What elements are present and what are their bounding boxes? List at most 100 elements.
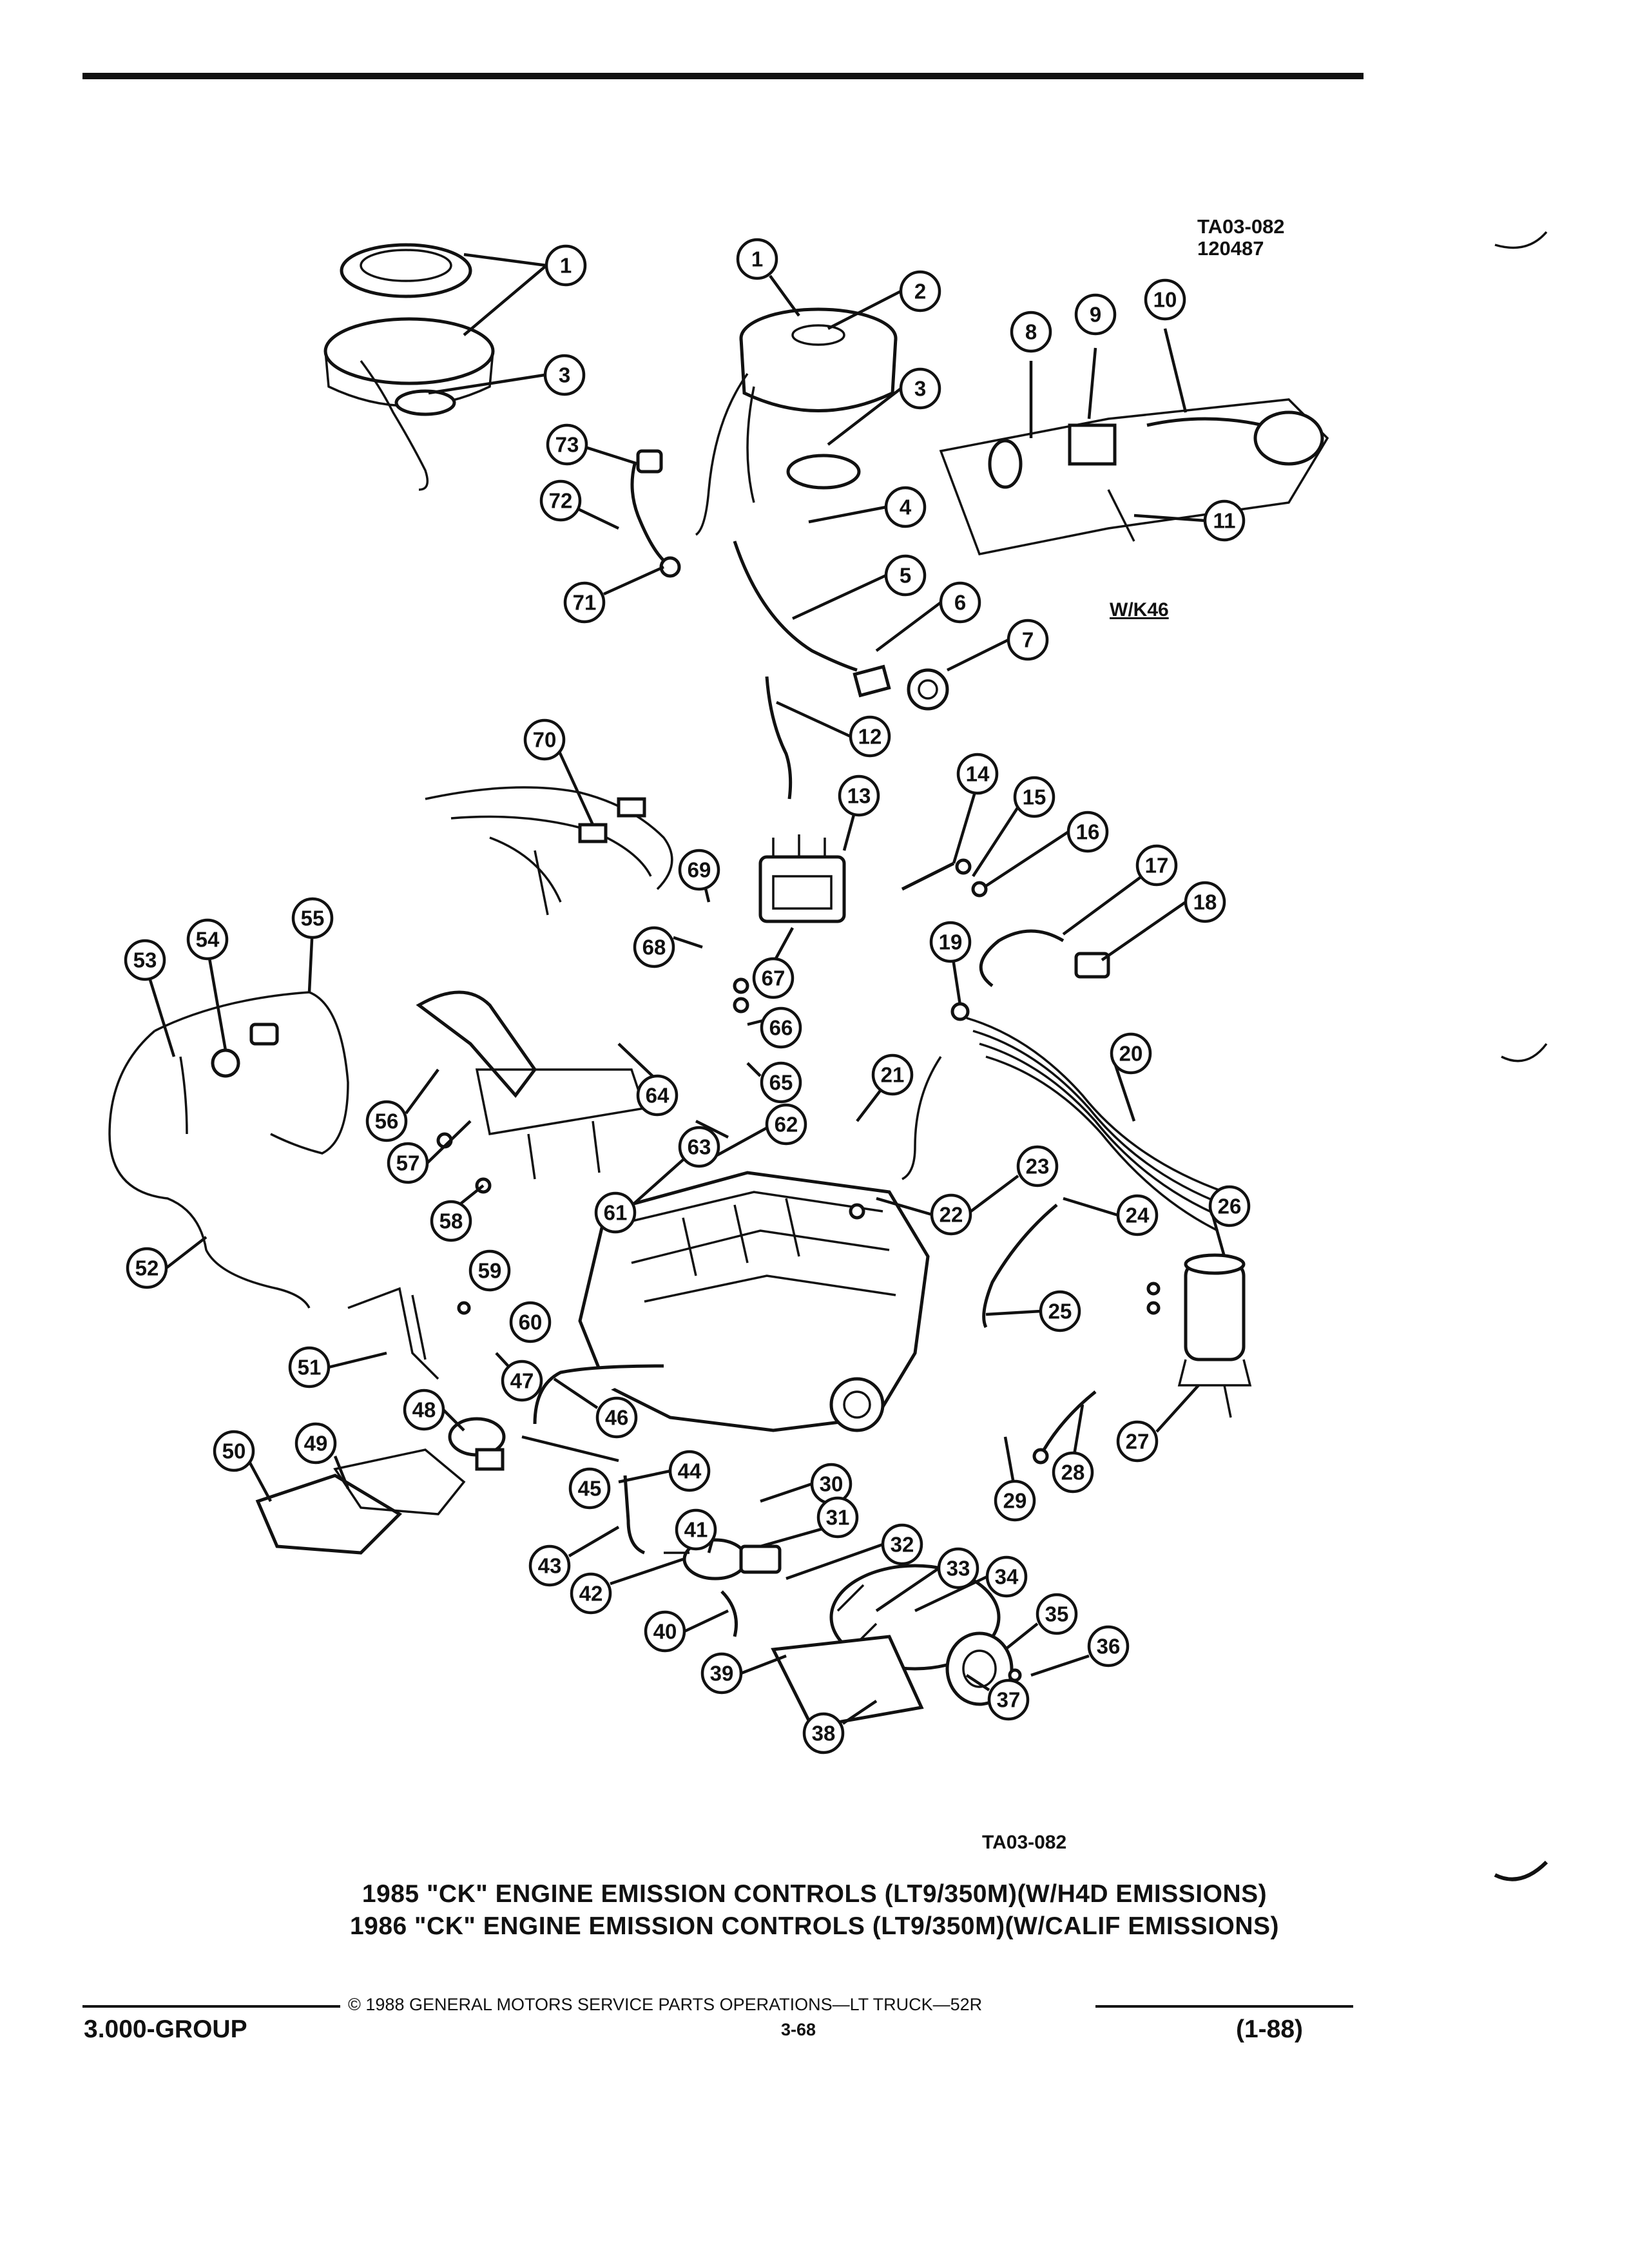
callout-42: 42 <box>570 1572 612 1615</box>
air-cleaner-center <box>695 307 898 536</box>
callout-23: 23 <box>1016 1145 1059 1187</box>
callout-8: 8 <box>1010 311 1052 353</box>
svg-text:32: 32 <box>891 1533 914 1557</box>
callout-37: 37 <box>987 1678 1030 1721</box>
svg-text:61: 61 <box>604 1201 628 1225</box>
svg-text:72: 72 <box>549 489 573 513</box>
callout-12: 12 <box>849 715 891 758</box>
k46-assembly <box>939 398 1329 556</box>
callout-49: 49 <box>294 1422 337 1465</box>
callout-66: 66 <box>760 1006 802 1049</box>
callout-53: 53 <box>124 939 166 981</box>
callout-28: 28 <box>1052 1451 1094 1494</box>
callout-72: 72 <box>539 479 582 522</box>
callout-32: 32 <box>881 1523 923 1566</box>
callout-71: 71 <box>563 581 606 624</box>
callout-19: 19 <box>929 921 972 963</box>
callout-34: 34 <box>985 1555 1028 1598</box>
callout-54: 54 <box>186 918 229 961</box>
callout-30: 30 <box>810 1463 853 1505</box>
callout-58: 58 <box>430 1200 472 1242</box>
wiring-harness-70 <box>425 786 673 916</box>
svg-text:14: 14 <box>966 762 990 786</box>
engine-block <box>578 1171 930 1432</box>
svg-text:26: 26 <box>1218 1195 1242 1218</box>
callout-55: 55 <box>291 897 334 939</box>
top-rule <box>82 73 1364 79</box>
svg-text:20: 20 <box>1119 1042 1143 1066</box>
callout-1: 1 <box>545 244 587 287</box>
binding-mark-bottom <box>1494 1860 1548 1881</box>
callout-56: 56 <box>365 1100 408 1142</box>
variant-label: W/K46 <box>1110 599 1169 620</box>
svg-text:1: 1 <box>751 247 763 271</box>
callout-3: 3 <box>543 354 586 396</box>
callout-50: 50 <box>213 1430 255 1472</box>
callout-10: 10 <box>1144 278 1186 321</box>
callout-62: 62 <box>765 1103 807 1146</box>
callout-6: 6 <box>939 581 981 624</box>
callout-44: 44 <box>668 1450 711 1492</box>
callout-33: 33 <box>937 1547 979 1590</box>
svg-text:46: 46 <box>605 1406 629 1430</box>
callout-59: 59 <box>468 1249 511 1292</box>
callout-13: 13 <box>838 774 880 817</box>
callout-16: 16 <box>1066 811 1109 853</box>
drawing-id-block: TA03-082 120487 <box>1197 216 1285 260</box>
canister-26 <box>1177 1253 1252 1418</box>
svg-text:29: 29 <box>1003 1489 1027 1513</box>
svg-text:64: 64 <box>646 1084 670 1108</box>
callout-17: 17 <box>1135 844 1178 887</box>
callout-2: 2 <box>899 270 941 312</box>
svg-text:3: 3 <box>559 363 570 387</box>
svg-text:40: 40 <box>653 1620 677 1644</box>
callout-3: 3 <box>899 367 941 410</box>
exploded-parts-diagram: 1 1 2 3 3 4 5 6 7 8 9 10 11 12 13 14 15 … <box>108 231 1548 1754</box>
pipe-46 <box>533 1364 664 1425</box>
callout-64: 64 <box>636 1074 679 1117</box>
svg-text:23: 23 <box>1026 1155 1050 1178</box>
svg-text:21: 21 <box>881 1063 905 1087</box>
callout-11: 11 <box>1203 499 1246 542</box>
svg-text:55: 55 <box>301 907 325 930</box>
callout-9: 9 <box>1074 293 1117 336</box>
svg-text:42: 42 <box>579 1582 603 1606</box>
hose-72-73 <box>630 449 681 578</box>
svg-text:67: 67 <box>762 966 786 990</box>
callout-68: 68 <box>633 926 675 968</box>
callout-43: 43 <box>528 1544 571 1587</box>
svg-text:39: 39 <box>710 1662 734 1686</box>
svg-text:38: 38 <box>812 1722 836 1745</box>
callout-14: 14 <box>956 753 999 795</box>
intake-elbow-64 <box>416 990 646 1180</box>
svg-text:57: 57 <box>396 1151 420 1175</box>
drawing-id: TA03-082 <box>1197 215 1285 238</box>
callout-5: 5 <box>884 554 927 597</box>
callout-1: 1 <box>736 238 778 280</box>
callout-22: 22 <box>930 1193 972 1236</box>
callout-bubbles: 1 1 2 3 3 4 5 6 7 8 9 10 11 12 13 14 15 … <box>124 238 1251 1754</box>
leader-lines <box>143 253 1226 1725</box>
callout-51: 51 <box>288 1346 331 1389</box>
svg-text:3: 3 <box>914 377 926 401</box>
svg-text:66: 66 <box>769 1016 793 1040</box>
svg-text:48: 48 <box>412 1398 436 1422</box>
callout-69: 69 <box>678 849 720 891</box>
callout-29: 29 <box>994 1479 1036 1522</box>
svg-text:6: 6 <box>954 591 966 615</box>
svg-text:58: 58 <box>439 1209 463 1233</box>
svg-text:1: 1 <box>560 254 572 278</box>
callout-15: 15 <box>1013 776 1055 818</box>
svg-text:52: 52 <box>135 1256 159 1280</box>
svg-text:28: 28 <box>1061 1461 1085 1485</box>
svg-text:2: 2 <box>914 280 926 303</box>
svg-text:59: 59 <box>478 1259 502 1283</box>
callout-52: 52 <box>126 1247 168 1289</box>
svg-text:33: 33 <box>947 1557 970 1581</box>
callout-60: 60 <box>509 1301 552 1343</box>
callout-39: 39 <box>700 1652 743 1695</box>
svg-text:10: 10 <box>1153 288 1177 312</box>
callout-35: 35 <box>1036 1593 1078 1635</box>
svg-text:54: 54 <box>196 928 220 952</box>
hose-12 <box>765 676 793 800</box>
